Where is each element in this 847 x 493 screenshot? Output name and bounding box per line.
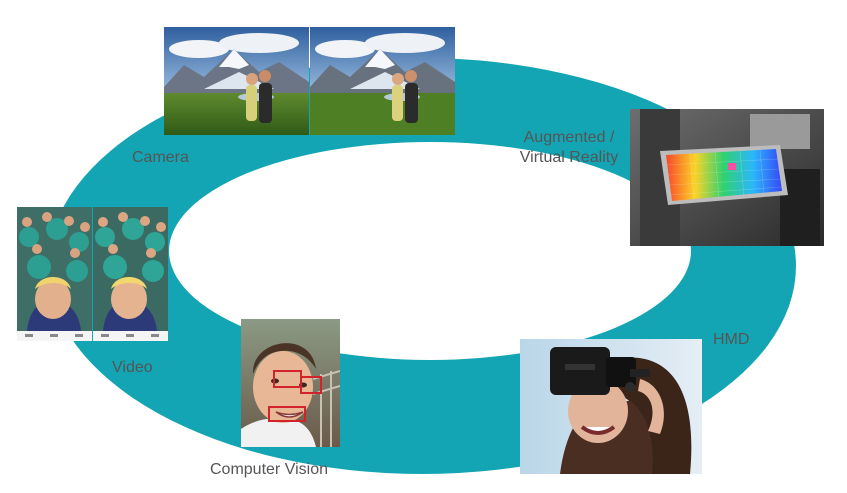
computer-vision-label: Computer Vision bbox=[210, 461, 328, 478]
video-phone-left bbox=[17, 207, 92, 341]
video-image bbox=[17, 207, 168, 341]
video-phone-right bbox=[93, 207, 168, 341]
ar-vr-label-line1: Augmented / bbox=[523, 129, 615, 146]
right-eye-detection-box bbox=[300, 376, 322, 394]
video-label: Video bbox=[112, 359, 153, 376]
camera-image bbox=[164, 27, 455, 135]
camera-photo-right bbox=[310, 27, 455, 135]
ar-vr-label-line2: Virtual Reality bbox=[519, 149, 619, 166]
camera-label: Camera bbox=[132, 149, 189, 166]
ar-vr-label: Augmented / Virtual Reality bbox=[505, 128, 633, 168]
ar-vr-image bbox=[630, 109, 824, 246]
computer-vision-image bbox=[241, 319, 340, 447]
hmd-label: HMD bbox=[713, 331, 750, 348]
mouth-detection-box bbox=[268, 406, 306, 422]
hmd-image bbox=[520, 339, 702, 474]
camera-photo-left bbox=[164, 27, 309, 135]
